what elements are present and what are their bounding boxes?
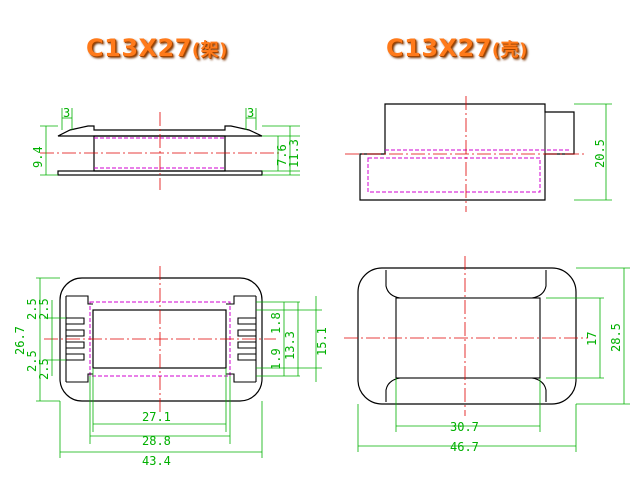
dim-frame-top-bottom-c: 43.4 (142, 454, 171, 468)
shell-side-view: 20.5 (345, 96, 612, 212)
shell-title-suffix: (壳) (491, 40, 528, 61)
shell-title: C13X27(壳) (386, 34, 528, 62)
shell-top-view: 17 28.5 30.7 46.7 (344, 256, 630, 454)
dim-frame-top-right-a: 1.8 (269, 312, 283, 334)
dim-shell-side-right: 20.5 (593, 139, 607, 168)
shell-title-model: C13X27 (386, 34, 492, 62)
dim-frame-side-left: 9.4 (31, 146, 45, 168)
dim-shell-top-bottom-b: 46.7 (450, 440, 479, 454)
dim-frame-side-right-b: 11.3 (287, 139, 301, 168)
dim-frame-top-left-d: 2.5 (25, 350, 39, 372)
dim-frame-side-right-a: 7.6 (275, 144, 289, 166)
dim-frame-top-bottom-a: 27.1 (142, 410, 171, 424)
frame-title-suffix: (架) (191, 40, 228, 61)
dim-frame-top-right-c: 13.3 (283, 331, 297, 360)
dim-shell-top-bottom-a: 30.7 (450, 420, 479, 434)
frame-title: C13X27(架) (86, 34, 228, 62)
dim-frame-top-bottom-b: 28.8 (142, 434, 171, 448)
dim-frame-top-right-b: 1.9 (269, 348, 283, 370)
dim-frame-top-left-e: 2.5 (37, 358, 51, 380)
frame-side-view: 3 3 9.4 7.6 11.3 (31, 106, 301, 190)
frame-top-view: 26.7 2.5 2.5 2.5 2.5 1.8 1.9 13.3 15.1 2… (13, 266, 329, 468)
dim-frame-side-top-right: 3 (247, 106, 254, 120)
frame-title-model: C13X27 (86, 34, 192, 62)
dim-frame-side-top-left: 3 (63, 106, 70, 120)
dim-frame-top-left-c: 2.5 (37, 298, 51, 320)
dim-frame-top-left-a: 26.7 (13, 326, 27, 355)
dim-shell-top-right-a: 17 (585, 332, 599, 346)
dim-shell-top-right-b: 28.5 (609, 323, 623, 352)
dim-frame-top-right-d: 15.1 (315, 327, 329, 356)
dim-frame-top-left-b: 2.5 (25, 298, 39, 320)
